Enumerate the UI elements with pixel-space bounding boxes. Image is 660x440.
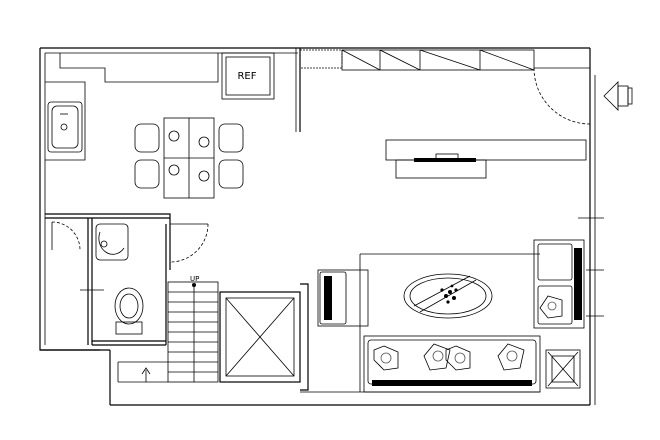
stairs: UP — [117, 275, 219, 383]
flower-vase-icon — [440, 284, 458, 304]
window-marks — [578, 217, 604, 317]
sofa — [363, 335, 541, 393]
entry-arrow-icon — [603, 81, 633, 111]
column — [300, 283, 309, 391]
side-sofa — [533, 239, 585, 329]
living-partition — [300, 253, 540, 393]
wall-cabinets — [299, 49, 535, 71]
outer-walls — [39, 47, 596, 406]
armchair — [317, 269, 369, 327]
refrigerator: REF — [221, 52, 275, 100]
void-shaft — [219, 291, 301, 383]
stair-up-label: UP — [190, 275, 199, 283]
entry-door — [533, 67, 591, 125]
dining-set — [134, 117, 244, 199]
refrigerator-label: REF — [237, 71, 256, 82]
side-table — [545, 349, 581, 389]
tv-console — [385, 139, 587, 179]
bathroom — [45, 213, 209, 346]
kitchen-counter — [45, 53, 219, 161]
